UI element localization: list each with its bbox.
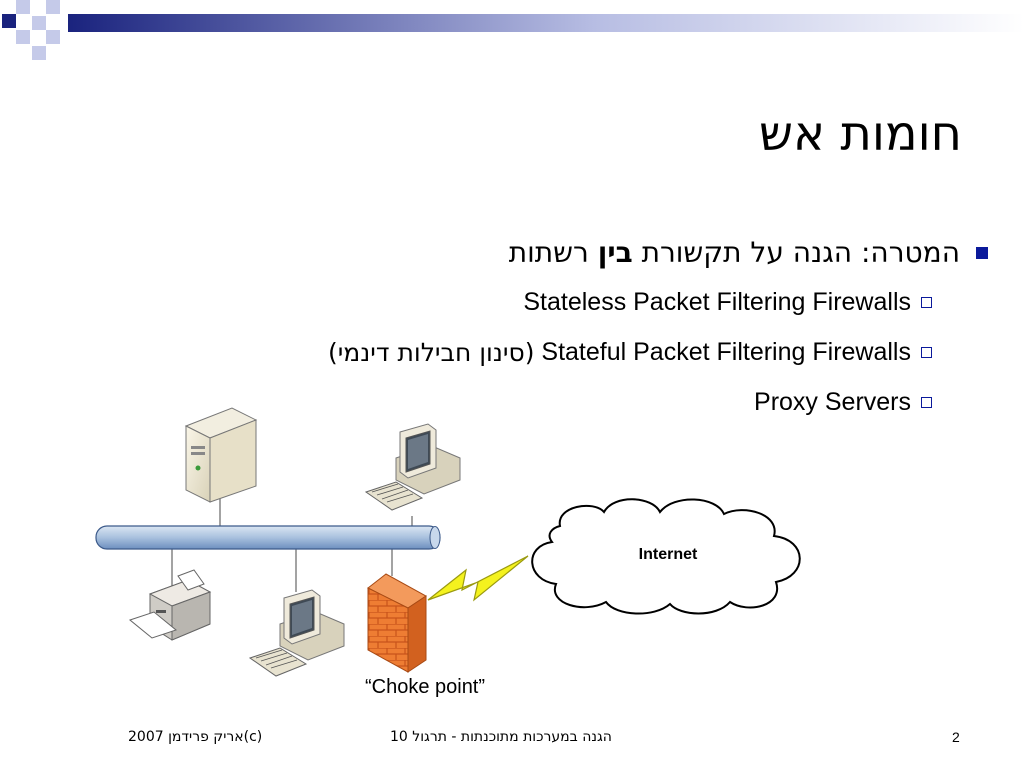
sub-bullet-text: Proxy Servers — [754, 388, 911, 416]
footer-author: 2007 אריק פרידמן(c) — [128, 729, 263, 745]
desktop-computer-icon — [364, 423, 461, 511]
cloud-label: Internet — [638, 546, 698, 563]
lightning-link-icon — [427, 555, 529, 602]
sub-bullet: Stateless Packet Filtering Firewalls — [523, 288, 932, 317]
header-decoration — [2, 0, 1024, 60]
firewall-icon — [367, 573, 427, 673]
sub-bullet-hebrew: (סינון חבילות דינמי) — [327, 338, 535, 367]
footer-course: הגנה במערכות מתוכנתות - תרגול 10 — [390, 729, 612, 745]
main-bullet-bold: בין — [597, 236, 633, 269]
cloud-icon — [531, 498, 801, 615]
hollow-square-bullet-icon — [921, 347, 932, 358]
slide-title: חומות אש — [758, 106, 962, 162]
hollow-square-bullet-icon — [921, 397, 932, 408]
choke-point-label: “Choke point” — [364, 676, 486, 698]
sub-bullet-text: Stateless Packet Filtering Firewalls — [523, 288, 911, 316]
sub-bullet: Stateful Packet Filtering Firewalls (סינ… — [328, 338, 932, 367]
page-number: 2 — [952, 729, 960, 745]
network-diagram — [95, 407, 801, 677]
server-icon — [184, 407, 258, 503]
connector-lines — [171, 498, 413, 592]
main-bullet-prefix: המטרה: הגנה על תקשורת — [641, 236, 960, 269]
desktop-computer-icon — [248, 589, 345, 677]
main-bullet: המטרה: הגנה על תקשורת בין רשתות — [509, 236, 988, 269]
sub-bullet: Proxy Servers — [754, 388, 932, 417]
printer-icon — [128, 569, 212, 641]
square-bullet-icon — [976, 246, 988, 259]
main-bullet-suffix: רשתות — [508, 236, 589, 269]
network-bus-icon — [95, 525, 441, 550]
sub-bullet-text: Stateful Packet Filtering Firewalls — [541, 338, 911, 366]
hollow-square-bullet-icon — [921, 297, 932, 308]
